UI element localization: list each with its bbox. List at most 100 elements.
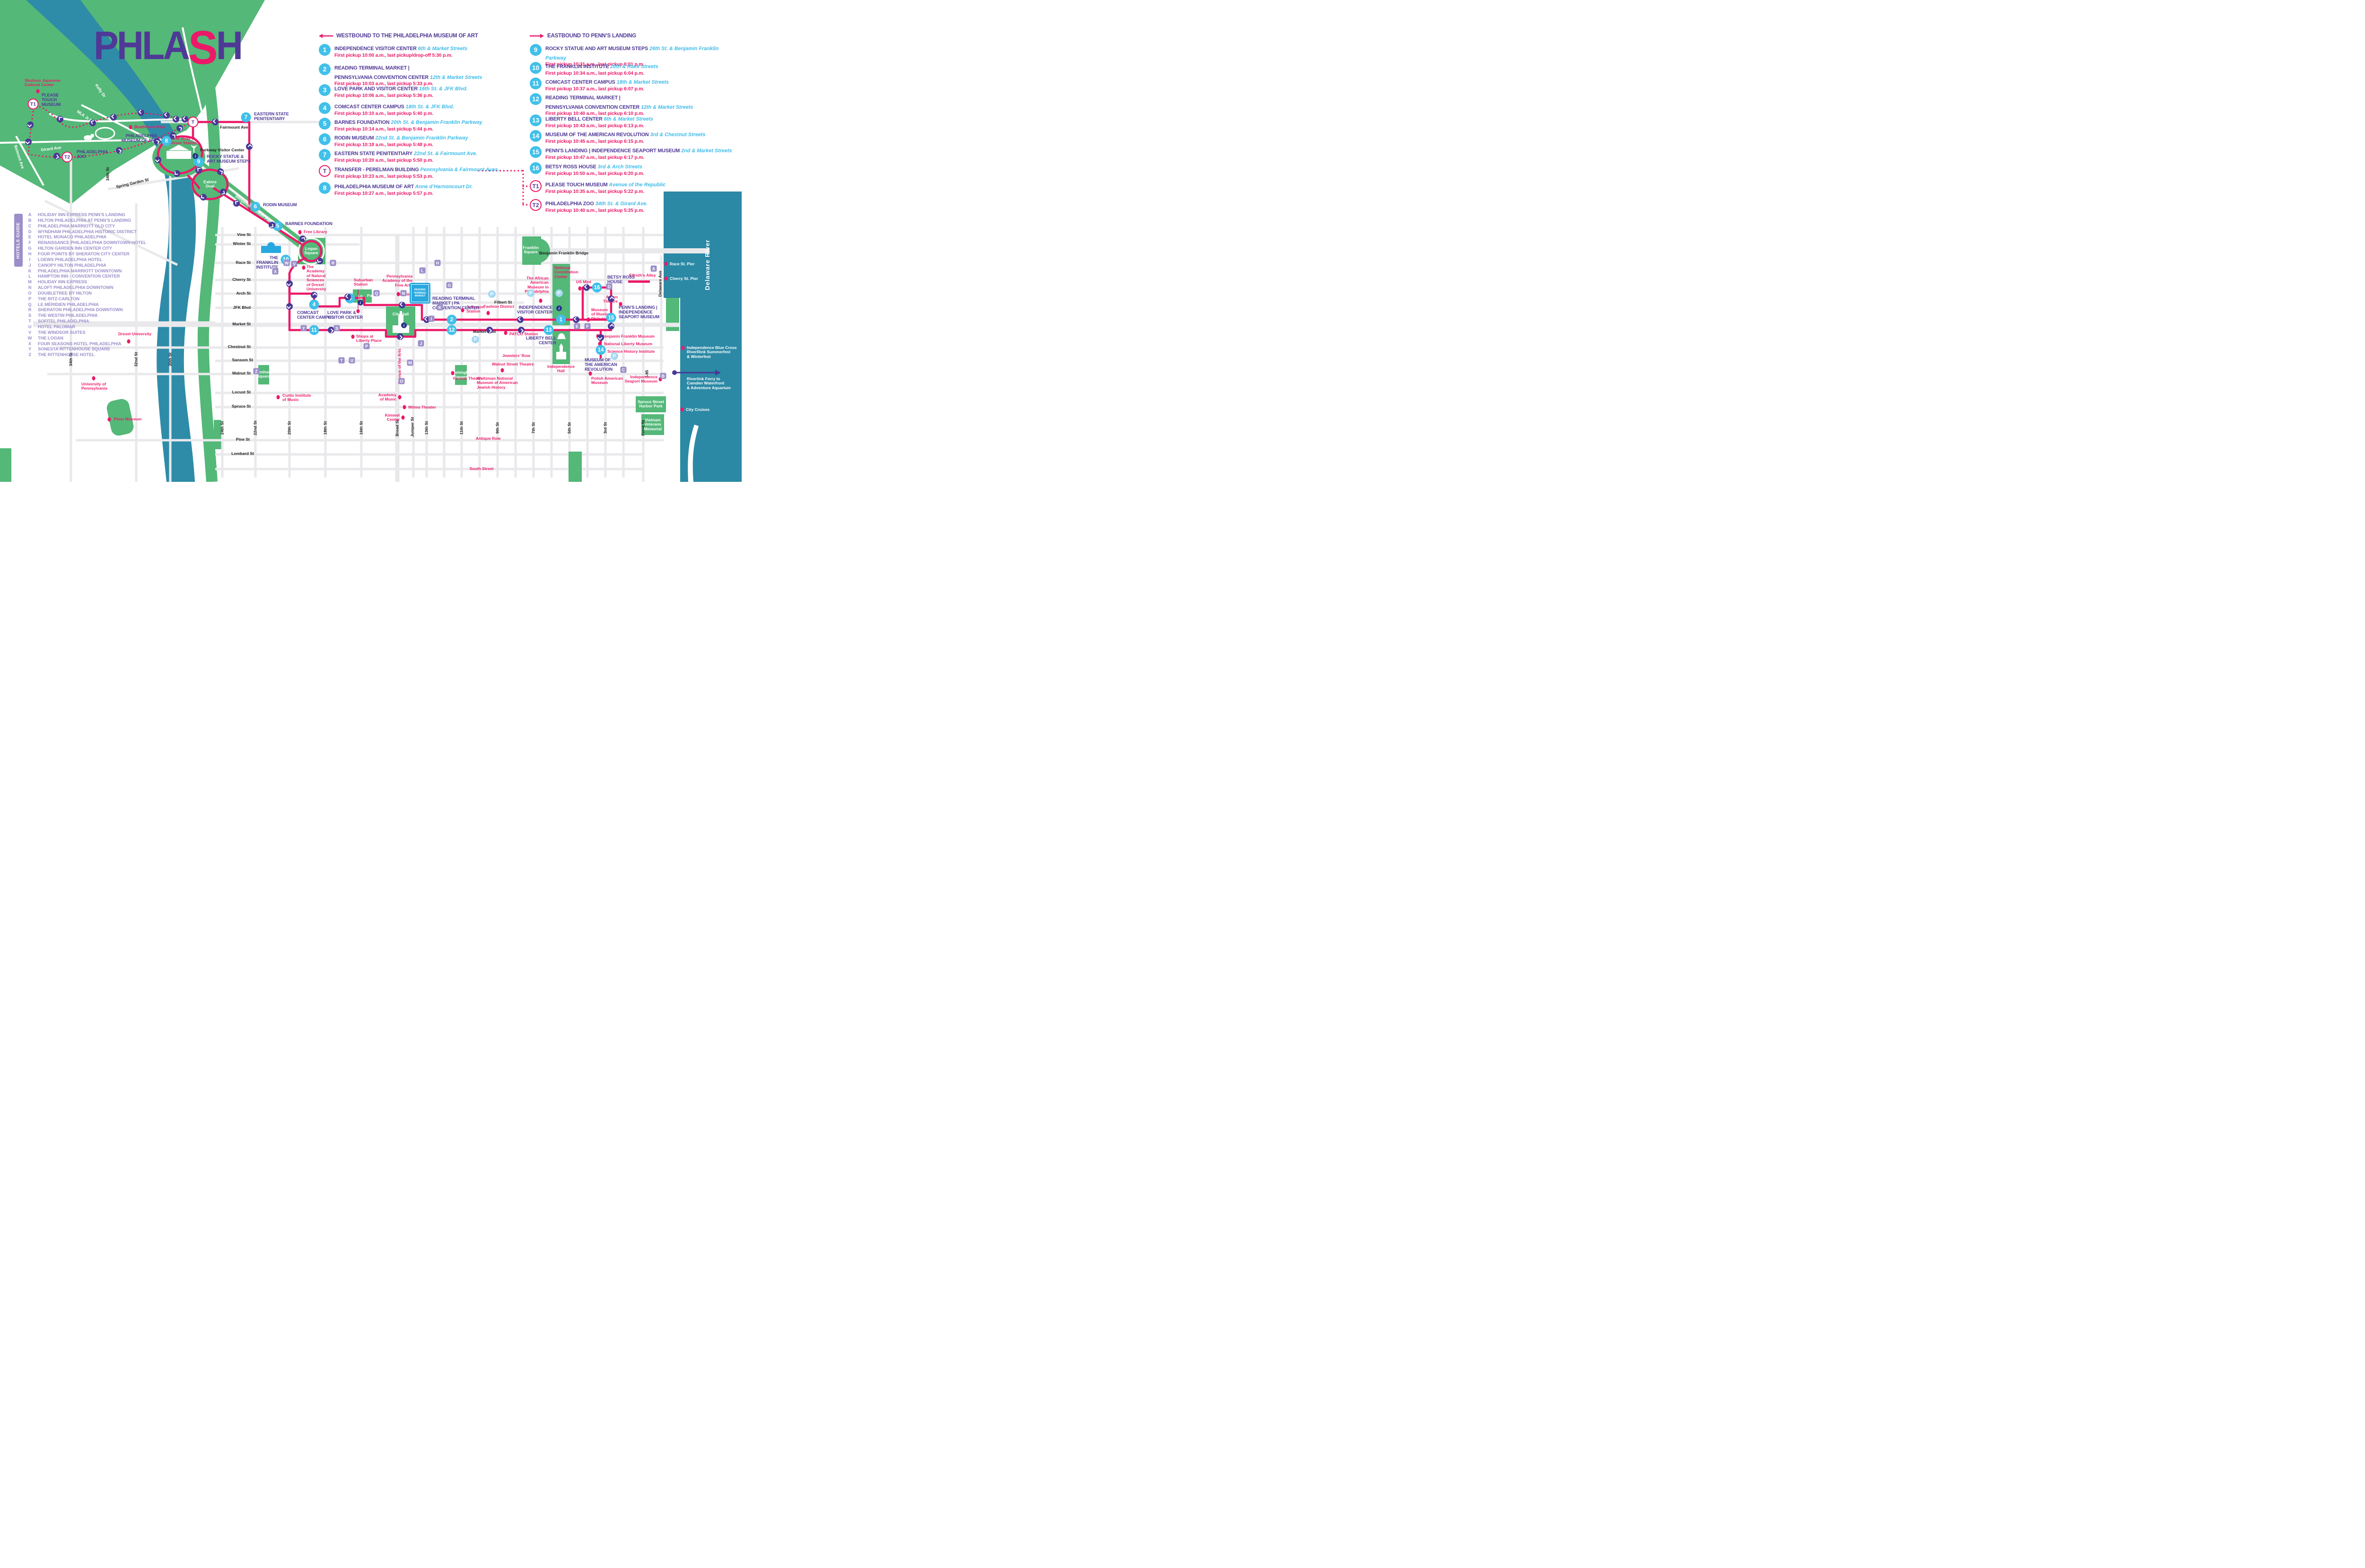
hotel-name: PHILADELPHIA MARRIOTT OLD CITY bbox=[38, 223, 115, 228]
map-stop-1: 1 bbox=[556, 314, 566, 325]
stop-location: 18th St. & JFK Blvd. bbox=[404, 104, 455, 110]
route-chevron-icon bbox=[486, 327, 493, 333]
stop-location: 12th & Market Streets bbox=[428, 74, 482, 80]
info-icon: i bbox=[193, 153, 198, 159]
map-label: Independence Hall bbox=[547, 364, 575, 374]
poi-dot bbox=[276, 395, 280, 400]
map-label: Shops at Liberty Place bbox=[356, 334, 382, 343]
info-icon: i bbox=[358, 300, 363, 305]
map-label: Park bbox=[367, 293, 376, 298]
hotel-letter: I bbox=[29, 257, 31, 262]
map-label: Benjamin Franklin Bridge bbox=[539, 251, 589, 255]
map-label: Benjamin Franklin Museum bbox=[602, 334, 655, 339]
stop-pickup-times: First pickup 10:06 a.m., last pickup 5:3… bbox=[334, 93, 433, 98]
map-label: JFK Blvd bbox=[233, 305, 251, 310]
poi-dot bbox=[500, 368, 504, 373]
hotel-letter: T bbox=[28, 319, 31, 324]
map-stop-14: 14 bbox=[596, 345, 606, 355]
rittenhouse-square-green bbox=[258, 365, 269, 384]
stop-title: RODIN MUSEUM bbox=[334, 135, 374, 141]
hotel-name: THE WINDSOR SUITES bbox=[38, 330, 86, 335]
stop-pickup-times: First pickup 10:35 a.m., last pickup 5:2… bbox=[545, 189, 644, 194]
stop-title: INDEPENDENCE VISITOR CENTER bbox=[334, 46, 417, 52]
lion-icon bbox=[84, 134, 94, 141]
map-label: ROCKY STATUE & ART MUSEUM STEPS bbox=[207, 154, 251, 164]
stop-location: Anne d’Harnoncourt Dr. bbox=[413, 184, 473, 190]
map-label: Museum of Illusions Philadelphia bbox=[591, 307, 615, 321]
map-label: South Street bbox=[469, 466, 494, 471]
poi-dot bbox=[598, 341, 602, 346]
stop-pickup-times: First pickup 10:34 a.m., last pickup 6:0… bbox=[545, 70, 644, 76]
spruce-harbor-green bbox=[636, 396, 666, 412]
hotel-marker-K: K bbox=[437, 304, 443, 311]
westbound-arrow-icon bbox=[319, 34, 333, 38]
hotel-name: SHERATON PHILADELPHIA DOWNTOWN bbox=[38, 307, 123, 313]
poi-dot bbox=[302, 265, 306, 270]
stop-title: BETSY ROSS HOUSE bbox=[545, 164, 596, 170]
map-label: BARNES FOUNDATION bbox=[285, 221, 333, 226]
delaware-river-upper bbox=[664, 192, 742, 298]
hotel-letter: O bbox=[28, 290, 32, 296]
wb-stop-badge: 6 bbox=[319, 133, 331, 145]
eb-stop-text: READING TERMINAL MARKET |PENNSYLVANIA CO… bbox=[545, 93, 693, 117]
hotel-letter: F bbox=[28, 240, 31, 245]
phlash-logo: PHLASH bbox=[94, 21, 243, 74]
map-label: Free Library bbox=[304, 229, 327, 234]
stop-pickup-times: First pickup 10:47 a.m., last pickup 6:1… bbox=[545, 155, 644, 160]
hotel-name: HOTEL MONACO PHILADELPHIA bbox=[38, 235, 107, 240]
ferry-arrow bbox=[672, 370, 721, 375]
info-icon: i bbox=[556, 305, 562, 311]
map-label: Suburban Station bbox=[354, 278, 373, 287]
poi-dot bbox=[486, 311, 490, 315]
map-label: Washington Square bbox=[449, 370, 473, 379]
hotel-name: HOLIDAY INN EXPRESS PENN’S LANDING bbox=[38, 212, 125, 217]
map-label: RODIN MUSEUM bbox=[263, 202, 297, 207]
green-24th bbox=[214, 420, 223, 449]
wb-stop-badge: 5 bbox=[319, 118, 331, 130]
map-stop-7: 7 bbox=[241, 112, 251, 122]
hotel-marker-R: R bbox=[330, 260, 336, 266]
map-label: Walnut Street Theatre bbox=[492, 362, 534, 366]
poi-dot bbox=[587, 317, 590, 322]
poi-dot bbox=[619, 302, 622, 306]
map-label: Spruce St bbox=[231, 404, 251, 409]
map-label: Shofuso Japanese Cultural Center bbox=[25, 78, 61, 87]
map-label: Franklin Square bbox=[523, 245, 539, 254]
eb-stop-badge: 11 bbox=[530, 78, 542, 89]
stop-location: 22nd St. & Benjamin Franklin Parkway bbox=[374, 135, 468, 141]
poi-dot bbox=[127, 339, 131, 344]
eastbound-header: EASTBOUND TO PENN’S LANDING bbox=[530, 33, 636, 39]
stop-title: ROCKY STATUE AND ART MUSEUM STEPS bbox=[545, 46, 648, 52]
parking-icon: P bbox=[555, 289, 563, 297]
map-label: US Mint bbox=[576, 279, 591, 284]
hotel-marker-W: W bbox=[283, 260, 290, 266]
stop-location: Pennsylvania & Fairmount Aves. bbox=[419, 167, 499, 173]
map-label: Polish American Museum bbox=[591, 376, 623, 385]
hotel-letter: B bbox=[28, 218, 32, 223]
hotel-marker-H: H bbox=[434, 260, 441, 266]
map-label: National Liberty Museum bbox=[604, 341, 653, 346]
stop-title: PLEASE TOUCH MUSEUM bbox=[545, 182, 608, 188]
hotel-letter: S bbox=[28, 313, 32, 318]
hotel-name: THE RITTENHOUSE HOTEL bbox=[38, 352, 95, 357]
map-label: Vine St bbox=[237, 232, 251, 237]
hotel-letter: Q bbox=[28, 302, 32, 307]
map-label: Arch St bbox=[236, 291, 251, 296]
hotel-letter: R bbox=[28, 307, 32, 313]
hotel-marker-G: G bbox=[446, 282, 453, 288]
wb-stop-badge: 8 bbox=[319, 182, 331, 194]
route-chevron-icon bbox=[518, 327, 525, 333]
poi-dot bbox=[398, 395, 402, 400]
stop-pickup-times: First pickup 10:27 a.m., last pickup 5:5… bbox=[334, 191, 433, 196]
map-label: INDEPENDENCE VISITOR CENTER bbox=[517, 305, 552, 315]
stop-location: 6th & Market Streets bbox=[416, 46, 468, 52]
stop-title: PENNSYLVANIA CONVENTION CENTER bbox=[334, 74, 429, 80]
map-label: University of Pennsylvania bbox=[81, 382, 107, 391]
stop-title: MUSEUM OF THE AMERICAN REVOLUTION bbox=[545, 132, 649, 138]
